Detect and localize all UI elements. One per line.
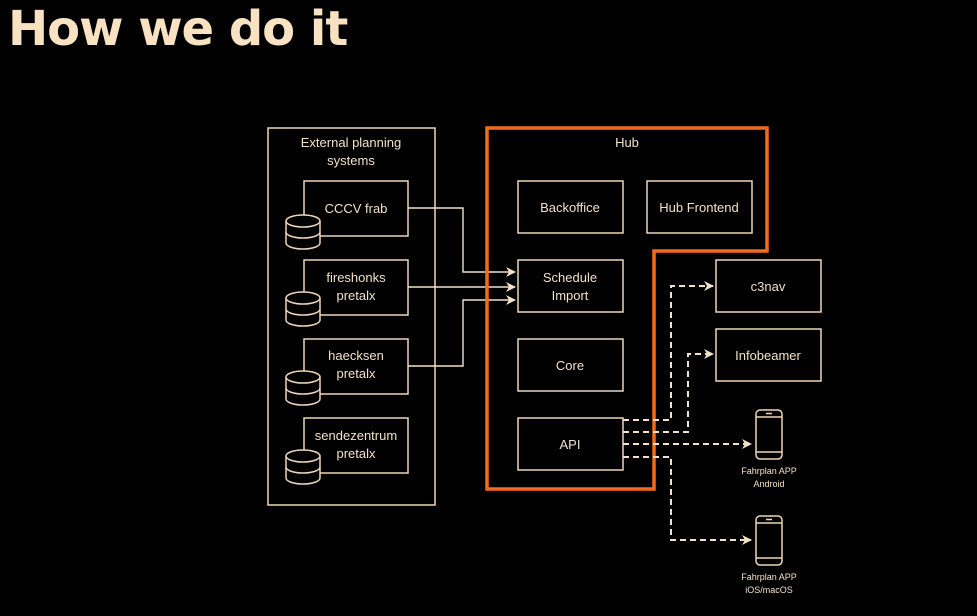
import-connectors — [408, 207, 516, 367]
core-label: Core — [556, 358, 584, 373]
source-label: haecksen — [328, 348, 384, 363]
c3nav-label: c3nav — [751, 279, 786, 294]
smartphone-icon — [755, 409, 783, 460]
hub-frontend-box[interactable]: Hub Frontend — [646, 180, 753, 234]
fahrplan-android[interactable]: Fahrplan APP Android — [741, 409, 797, 489]
c3nav-box[interactable]: c3nav — [715, 259, 822, 313]
source-label: pretalx — [336, 288, 376, 303]
schedule-import-label: Import — [552, 288, 589, 303]
external-systems-container — [267, 127, 436, 506]
source-label: sendezentrum — [315, 428, 397, 443]
hub-boundary — [485, 126, 769, 491]
database-icon — [285, 370, 321, 406]
slide-title: How we do it — [8, 1, 348, 57]
ios-label: Fahrplan APP — [741, 572, 797, 582]
database-icon — [285, 214, 321, 250]
hub-frontend-label: Hub Frontend — [659, 200, 739, 215]
android-label: Fahrplan APP — [741, 466, 797, 476]
fahrplan-ios[interactable]: Fahrplan APP iOS/macOS — [741, 515, 797, 595]
source-fireshonks-pretalx[interactable]: fireshonks pretalx — [285, 259, 409, 327]
ios-label: iOS/macOS — [745, 585, 793, 595]
smartphone-icon — [755, 515, 783, 566]
source-haecksen-pretalx[interactable]: haecksen pretalx — [285, 338, 409, 406]
android-label: Android — [753, 479, 784, 489]
api-connectors — [623, 281, 752, 545]
schedule-import-box[interactable]: Schedule Import — [517, 259, 624, 313]
api-label: API — [560, 437, 581, 452]
source-label: pretalx — [336, 366, 376, 381]
database-icon — [285, 291, 321, 327]
infobeamer-box[interactable]: Infobeamer — [715, 328, 822, 382]
source-label: fireshonks — [326, 270, 386, 285]
source-sendezentrum-pretalx[interactable]: sendezentrum pretalx — [285, 417, 409, 485]
source-label: CCCV frab — [325, 201, 388, 216]
api-box[interactable]: API — [517, 417, 624, 471]
infobeamer-label: Infobeamer — [735, 348, 801, 363]
core-box[interactable]: Core — [517, 338, 624, 392]
external-title-line1: External planning — [301, 135, 401, 150]
database-icon — [285, 449, 321, 485]
source-cccv-frab[interactable]: CCCV frab — [285, 180, 409, 250]
backoffice-box[interactable]: Backoffice — [517, 180, 624, 234]
schedule-import-label: Schedule — [543, 270, 597, 285]
source-label: pretalx — [336, 446, 376, 461]
external-title-line2: systems — [327, 153, 375, 168]
hub-title: Hub — [615, 135, 639, 150]
backoffice-label: Backoffice — [540, 200, 600, 215]
